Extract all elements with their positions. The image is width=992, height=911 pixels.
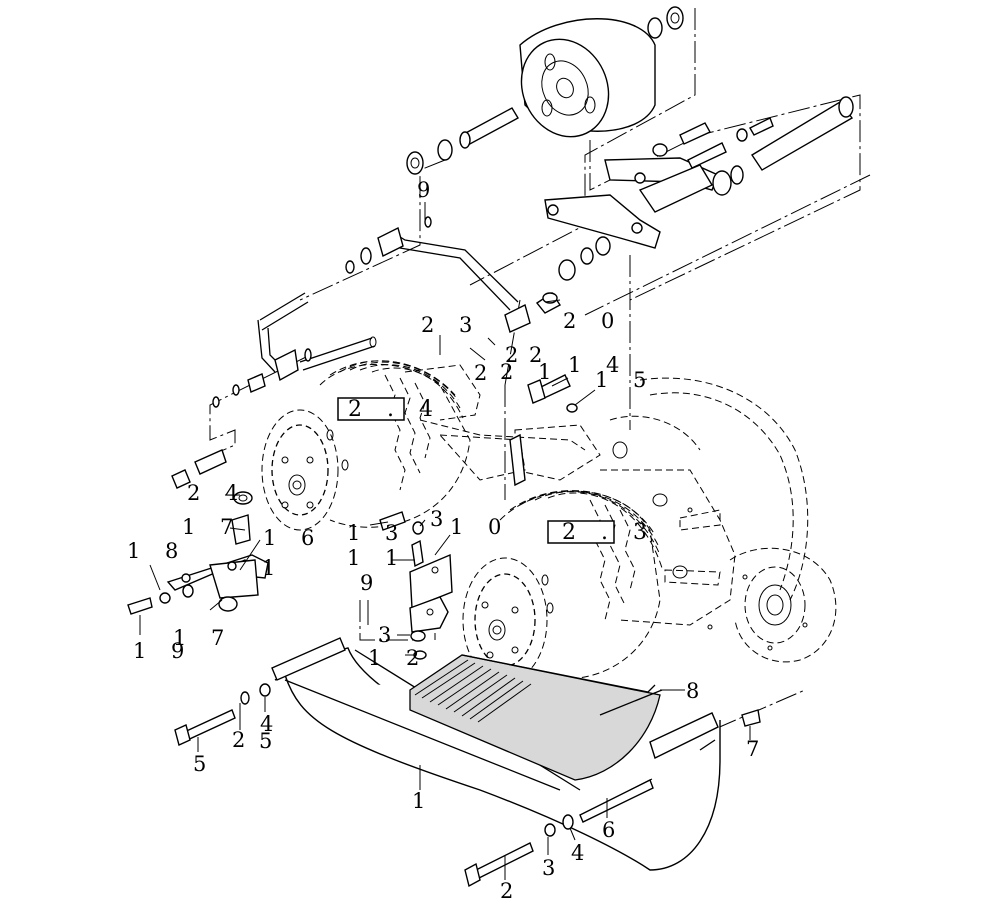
callout-1-bracket: 1 xyxy=(262,556,284,580)
callout-17-lower: 1 7 xyxy=(173,626,233,650)
callout-10: 1 0 xyxy=(450,515,510,539)
gear-housing xyxy=(438,374,837,663)
callout-3-lower: 3 xyxy=(542,856,564,880)
callout-16: 1 6 xyxy=(263,526,323,550)
callout-22-b: 2 xyxy=(529,343,551,367)
upper-clutch-drum xyxy=(261,360,586,531)
upper-shaft-assembly xyxy=(406,107,519,175)
callout-5-left: 5 xyxy=(259,729,281,753)
callout-1-shield: 1 xyxy=(412,789,434,813)
callout-6: 6 xyxy=(602,818,624,842)
callout-21: 2 1 xyxy=(500,360,560,384)
callout-23: 2 3 xyxy=(421,313,481,337)
callout-2-arm: 2 xyxy=(505,343,527,367)
callout-18: 1 8 xyxy=(127,539,187,563)
callout-labels: 9 2 3 2 0 2 2 1 2 2 1 4 1 5 2 4 1 7 1 6 … xyxy=(127,178,768,903)
pivot-arm-bracket xyxy=(535,96,854,314)
callout-11: 1 1 xyxy=(347,546,407,570)
shift-linkage-rod xyxy=(171,216,531,489)
callout-3-upper: 3 xyxy=(430,507,452,531)
reference-box-23: 2 . 3 xyxy=(547,520,656,545)
callout-17-upper: 1 7 xyxy=(182,515,242,539)
callout-4-left: 4 xyxy=(260,712,282,736)
drive-belt xyxy=(409,654,663,781)
callout-24: 2 4 xyxy=(187,481,247,505)
left-mounting-bracket xyxy=(127,491,269,615)
callout-14: 1 4 xyxy=(568,353,628,377)
callout-2-lower: 2 xyxy=(500,879,522,903)
callout-12: 1 2 xyxy=(368,646,428,670)
callout-4-lower: 4 xyxy=(571,841,593,865)
center-small-bracket xyxy=(379,511,453,660)
reference-box-24: 2 . 4 xyxy=(337,397,442,422)
lower-clutch-drum xyxy=(462,490,663,683)
callout-3-mid: 3 xyxy=(378,623,400,647)
reference-label-23: 2 . 3 xyxy=(562,520,656,545)
callout-2-left: 2 xyxy=(232,728,254,752)
reference-label-24: 2 . 4 xyxy=(348,397,442,422)
callout-8: 8 xyxy=(686,679,708,703)
assembly-guide-lines xyxy=(199,8,871,816)
callout-19: 1 9 xyxy=(133,639,193,663)
callout-7: 7 xyxy=(746,737,768,761)
callout-9-upper: 9 xyxy=(417,178,439,202)
callout-20: 2 0 xyxy=(563,309,623,333)
callout-15: 1 5 xyxy=(595,368,655,392)
callout-13: 1 3 xyxy=(347,521,407,545)
callout-9-lower: 9 xyxy=(360,571,382,595)
callout-22-a: 2 xyxy=(474,361,496,385)
top-roller xyxy=(519,6,684,138)
leader-lines xyxy=(139,202,751,880)
callout-5-bolt: 5 xyxy=(193,752,215,776)
fasteners-lower xyxy=(174,683,761,888)
